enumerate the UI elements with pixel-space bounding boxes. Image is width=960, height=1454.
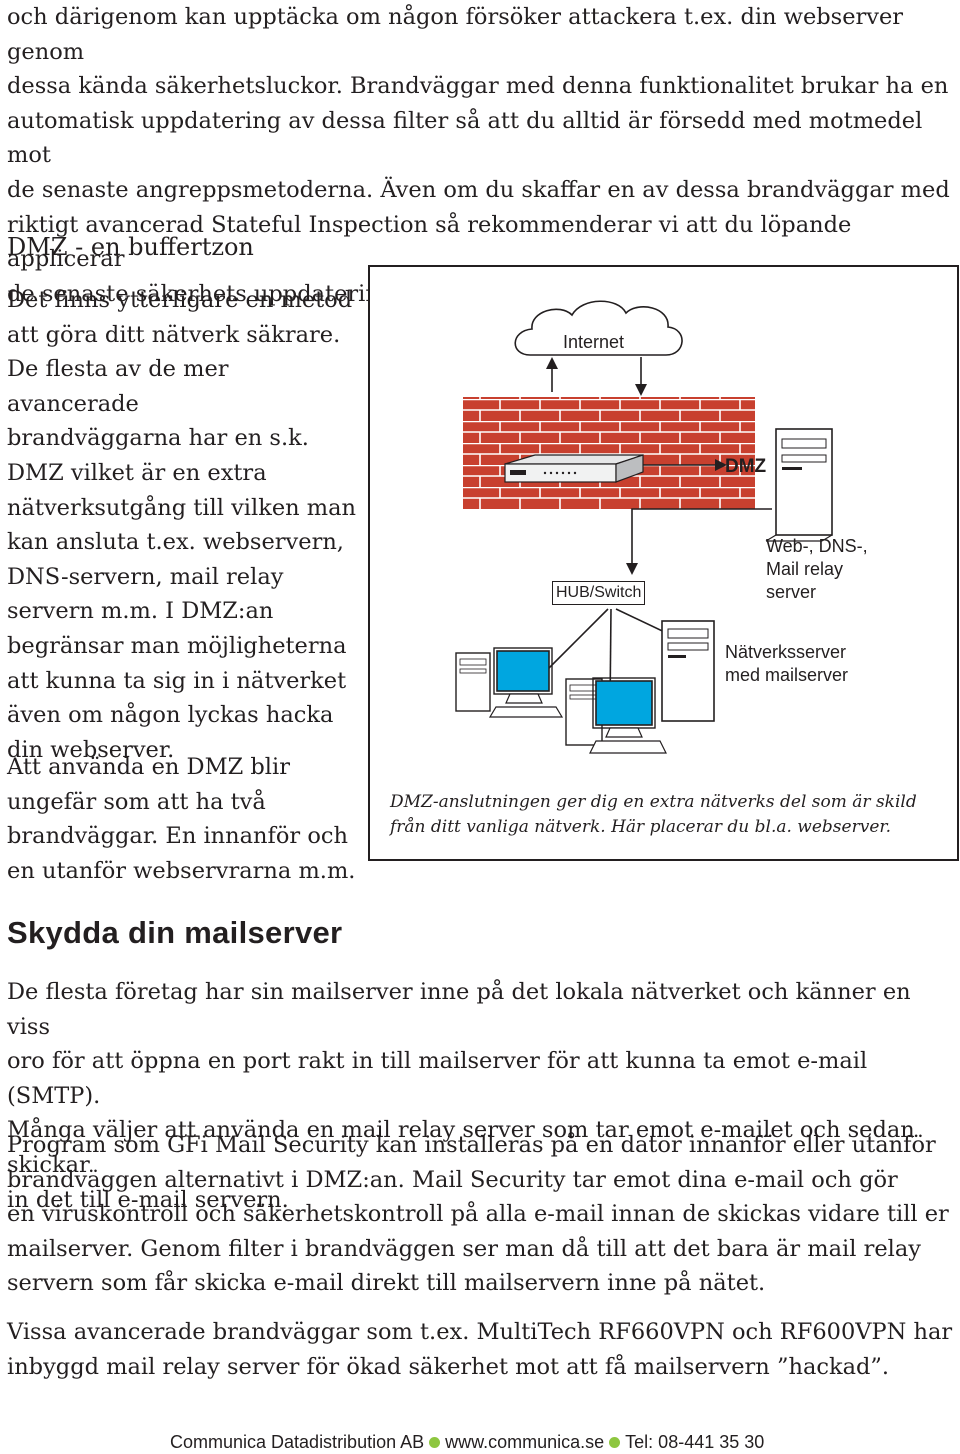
text-line: kan ansluta t.ex. webservern, <box>7 529 344 556</box>
text-line: Vissa avancerade brandväggar som t.ex. M… <box>7 1319 953 1345</box>
text-line: DNS-servern, mail relay <box>7 563 284 590</box>
network-server-label: Nätverksserver med mailserver <box>725 641 848 687</box>
text-line: mailserver. Genom filter i brandväggen s… <box>7 1235 921 1262</box>
workstation-middle <box>565 677 667 754</box>
footer-company: Communica Datadistribution AB <box>170 1432 425 1452</box>
text-line: servern m.m. I DMZ:an <box>7 598 274 625</box>
mail-paragraph-1: De flesta företag har sin mailserver inn… <box>7 975 957 1217</box>
internet-cloud <box>514 300 683 356</box>
dmz-network-figure: Internet DMZ HUB/Switch Web-, DNS-, Mail… <box>368 265 959 861</box>
text-line: att göra ditt nätverk säkrare. <box>7 321 341 348</box>
hub-switch-label: HUB/Switch <box>552 581 646 605</box>
dmz-label: DMZ <box>725 456 767 477</box>
text-line: din webserver. <box>7 736 175 763</box>
dmz-section-heading: DMZ - en buffertzon <box>7 233 254 261</box>
mail-paragraph-2: Program som GFi Mail Security kan instal… <box>7 1128 957 1301</box>
dmz-side-paragraph-1: Det finns ytterligare en metod att göra … <box>7 283 362 767</box>
bullet-dot-icon <box>609 1436 621 1448</box>
figure-caption: DMZ-anslutningen ger dig en extra nätver… <box>390 792 917 837</box>
text-line: nätverksutgång till vilken man <box>7 494 357 521</box>
text-line: Att använda en DMZ blir <box>7 754 290 780</box>
text-line: Många väljer att använda en mail relay s… <box>7 1117 915 1178</box>
text-line: De flesta av de mer avancerade <box>7 356 229 417</box>
mail-paragraph-3: Vissa avancerade brandväggar som t.ex. M… <box>7 1315 957 1384</box>
intro-line: och därigenom kan upptäcka om någon förs… <box>7 4 904 65</box>
text-line: begränsar man möjligheterna <box>7 632 347 659</box>
hub-switch-device <box>504 454 644 483</box>
footer-phone: Tel: 08-441 35 30 <box>625 1432 765 1452</box>
text-line: Det finns ytterligare en metod <box>7 287 353 313</box>
text-line: inbyggd mail relay server för ökad säker… <box>7 1353 890 1380</box>
text-line: en viruskontroll och säkerhetskontroll p… <box>7 1201 949 1228</box>
text-line: DMZ vilket är en extra <box>7 459 267 486</box>
text-line: brandväggen alternativt i DMZ:an. Mail S… <box>7 1166 898 1193</box>
text-line: Program som GFi Mail Security kan instal… <box>7 1132 936 1158</box>
mail-section-heading: Skydda din mailserver <box>7 915 343 950</box>
intro-line: automatisk uppdatering av dessa filter s… <box>7 107 923 169</box>
text-line: servern som får skicka e-mail direkt til… <box>7 1270 766 1297</box>
text-line: De flesta företag har sin mailserver inn… <box>7 979 911 1040</box>
workstation-left <box>455 647 564 718</box>
intro-line: de senaste angreppsmetoderna. Även om du… <box>7 176 950 203</box>
text-line: att kunna ta sig in i nätverket <box>7 667 347 694</box>
text-line: även om någon lyckas hacka <box>7 702 334 729</box>
text-line: oro för att öppna en port rakt in till m… <box>7 1048 868 1109</box>
text-line: en utanför webservrarna m.m. <box>7 857 356 884</box>
dmz-server-tower <box>765 428 833 542</box>
network-diagram <box>455 300 833 754</box>
intro-line: dessa kända säkerhetsluckor. Brandväggar… <box>7 73 949 100</box>
web-server-label: Web-, DNS-, Mail relay server <box>766 535 868 604</box>
internet-arrows <box>546 357 647 396</box>
network-server-tower <box>661 620 715 722</box>
dmz-side-paragraph-2: Att använda en DMZ blir ungefär som att … <box>7 750 362 888</box>
footer-website: www.communica.se <box>445 1432 605 1452</box>
label-line: med mailserver <box>725 665 849 685</box>
text-line: brandväggarna har en s.k. <box>7 425 309 452</box>
internet-label: Internet <box>563 332 625 352</box>
label-line: Nätverksserver <box>725 642 847 662</box>
text-line: ungefär som att ha två <box>7 788 266 815</box>
label-line: server <box>766 582 817 602</box>
text-line: brandväggar. En innanför och <box>7 823 348 850</box>
firewall-wall <box>463 397 755 510</box>
bullet-dot-icon <box>429 1436 441 1448</box>
page-footer: Communica Datadistribution AB www.communi… <box>170 1430 764 1454</box>
text-line: in det till e-mail servern. <box>7 1186 289 1213</box>
intro-line: riktigt avancerad Stateful Inspection så… <box>7 211 852 273</box>
label-line: Mail relay <box>766 559 844 579</box>
label-line: Web-, DNS-, <box>766 536 868 556</box>
